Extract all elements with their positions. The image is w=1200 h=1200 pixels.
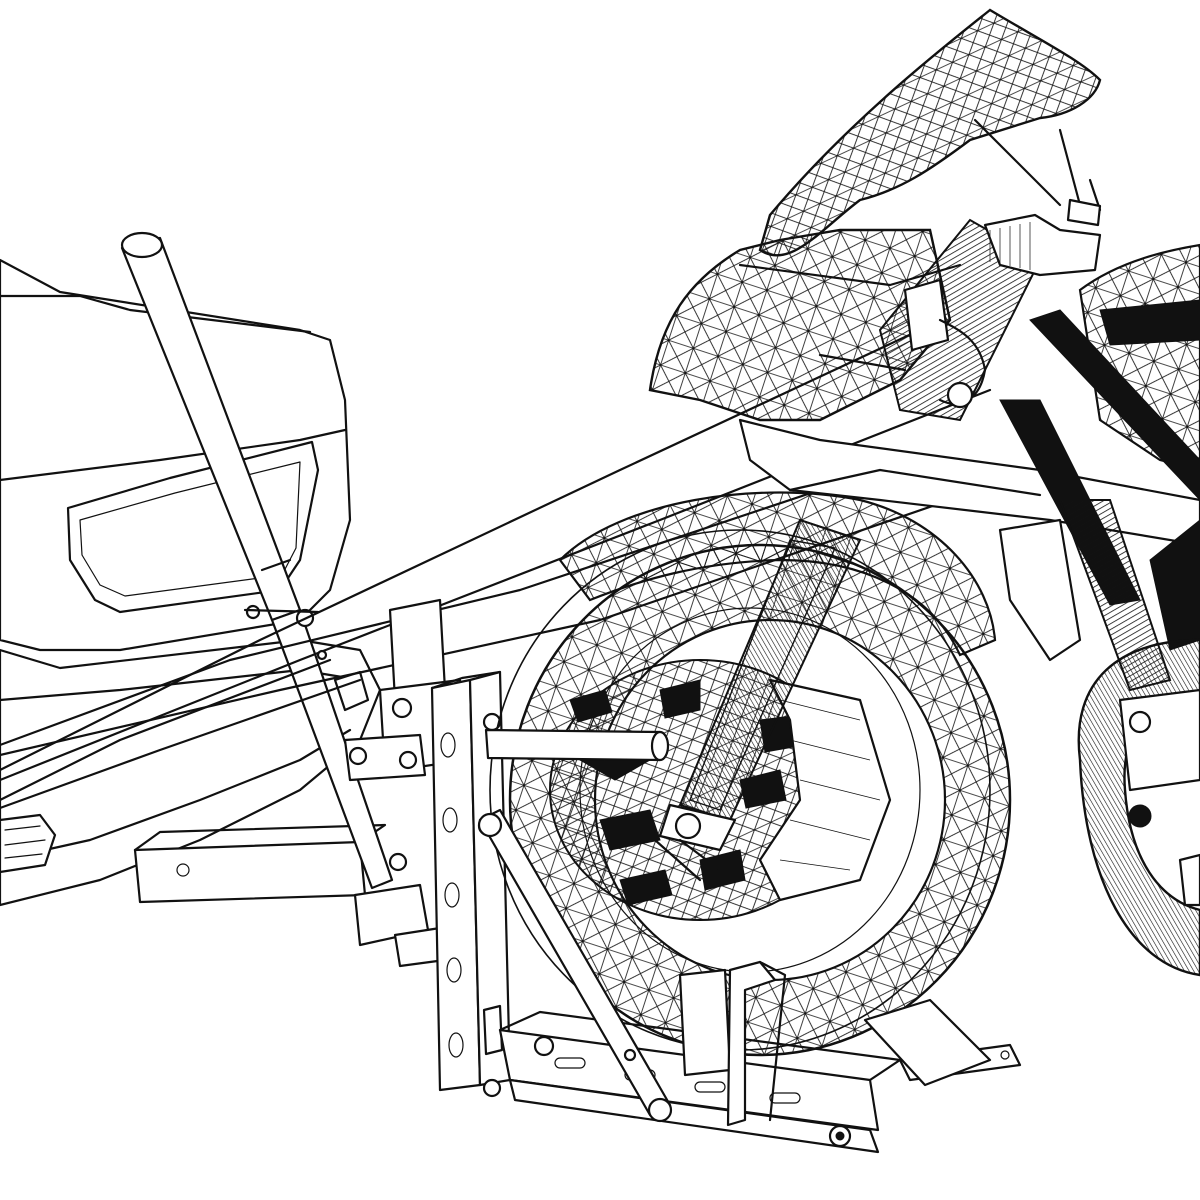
hitch-receiver (133, 823, 447, 968)
axle-pin (484, 728, 662, 762)
front-fork (653, 518, 862, 882)
brake-caliper (758, 678, 892, 902)
front-fender (558, 491, 997, 657)
vertical-upright (430, 670, 512, 1098)
rear-wheel (1077, 638, 1200, 977)
side-panel (1078, 243, 1200, 472)
frame (999, 299, 1200, 692)
support-arm (477, 808, 673, 1123)
steering-head (738, 118, 1102, 422)
wheel-cradle (678, 960, 992, 1127)
windscreen (758, 8, 1102, 257)
